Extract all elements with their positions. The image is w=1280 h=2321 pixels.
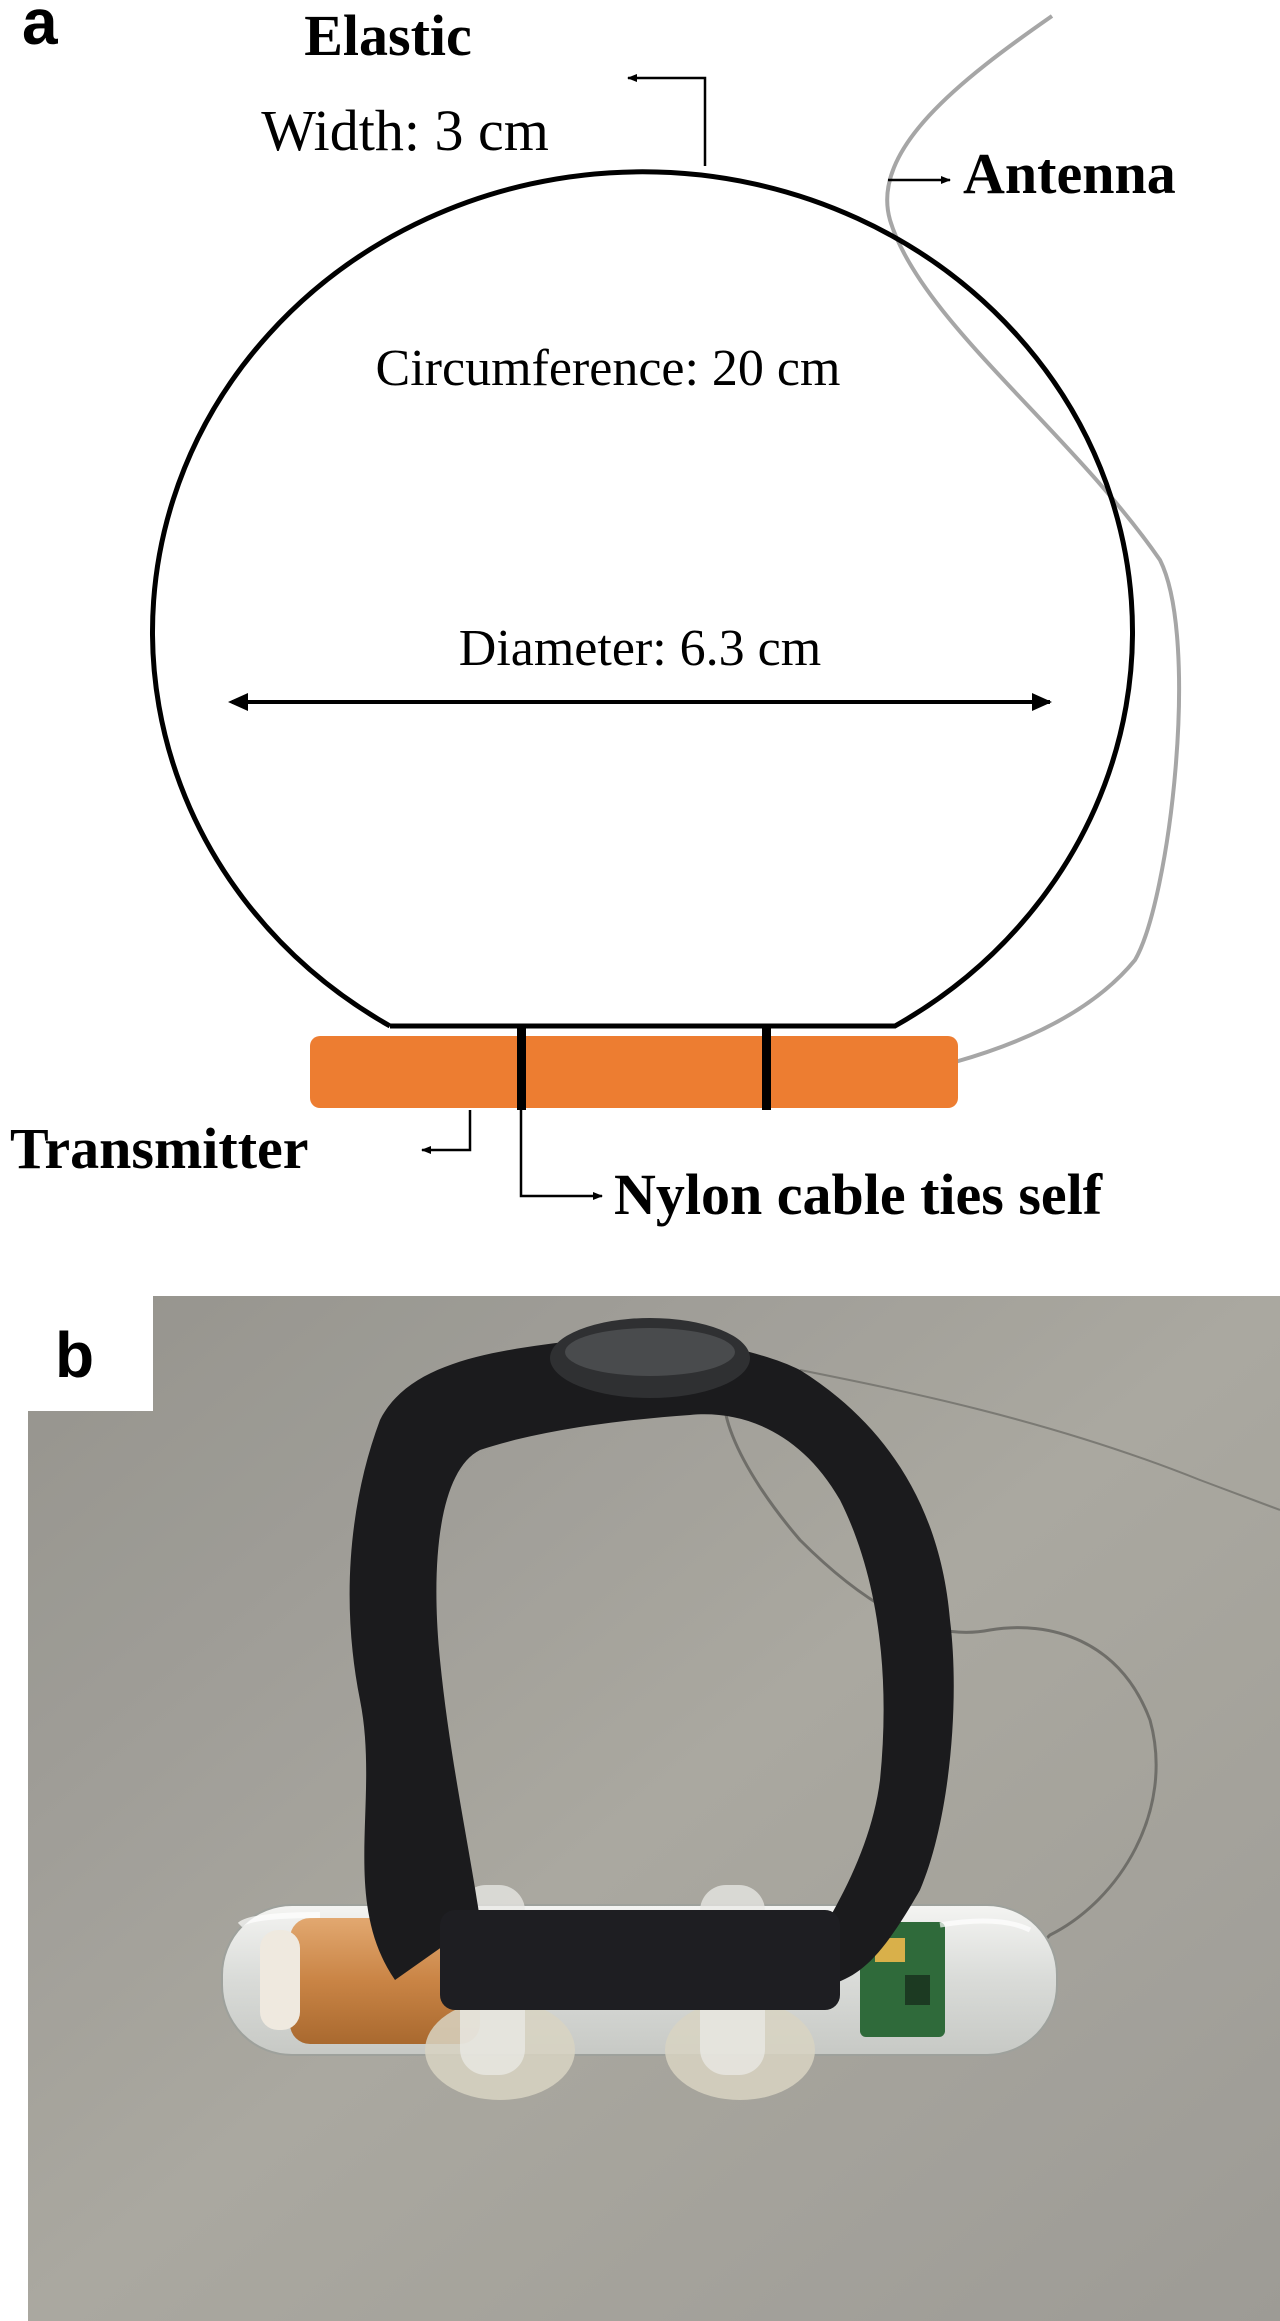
- cable-tie-2: [762, 1026, 771, 1110]
- transmitter-bar: [310, 1036, 958, 1108]
- photo-antenna-wire: [722, 1363, 1158, 1942]
- panel-b-photo: b: [28, 1296, 1280, 2321]
- panel-a-label: a: [22, 0, 58, 58]
- antenna-label: Antenna: [963, 141, 1176, 206]
- transmitter-callout-arrow: [421, 1110, 472, 1154]
- photo-elastic-band: [349, 1336, 954, 1990]
- circumference-label: Circumference: 20 cm: [376, 340, 841, 397]
- panel-a: a Elastic Width: 3 cm Antenna Circumfere…: [10, 0, 1182, 1227]
- elastic-loop: [150, 169, 1135, 1029]
- elastic-width: Width: 3 cm: [261, 98, 549, 163]
- panel-b-label: b: [55, 1319, 94, 1391]
- diameter-arrow-left-head: [228, 693, 248, 711]
- elastic-callout-arrow: [627, 74, 707, 166]
- panel-b-label-box: [28, 1296, 153, 1411]
- photo-background: [28, 1296, 1280, 2321]
- diameter-label: Diameter: 6.3 cm: [459, 620, 821, 677]
- cable-ties-label: Nylon cable ties self: [614, 1162, 1103, 1227]
- cable-ties-callout-arrow: [519, 1110, 603, 1200]
- cable-tie-1: [517, 1026, 526, 1110]
- antenna-wire: [885, 14, 1182, 1064]
- elastic-title: Elastic: [304, 3, 472, 68]
- transmitter-label: Transmitter: [10, 1116, 309, 1181]
- diameter-arrow-right-head: [1032, 693, 1052, 711]
